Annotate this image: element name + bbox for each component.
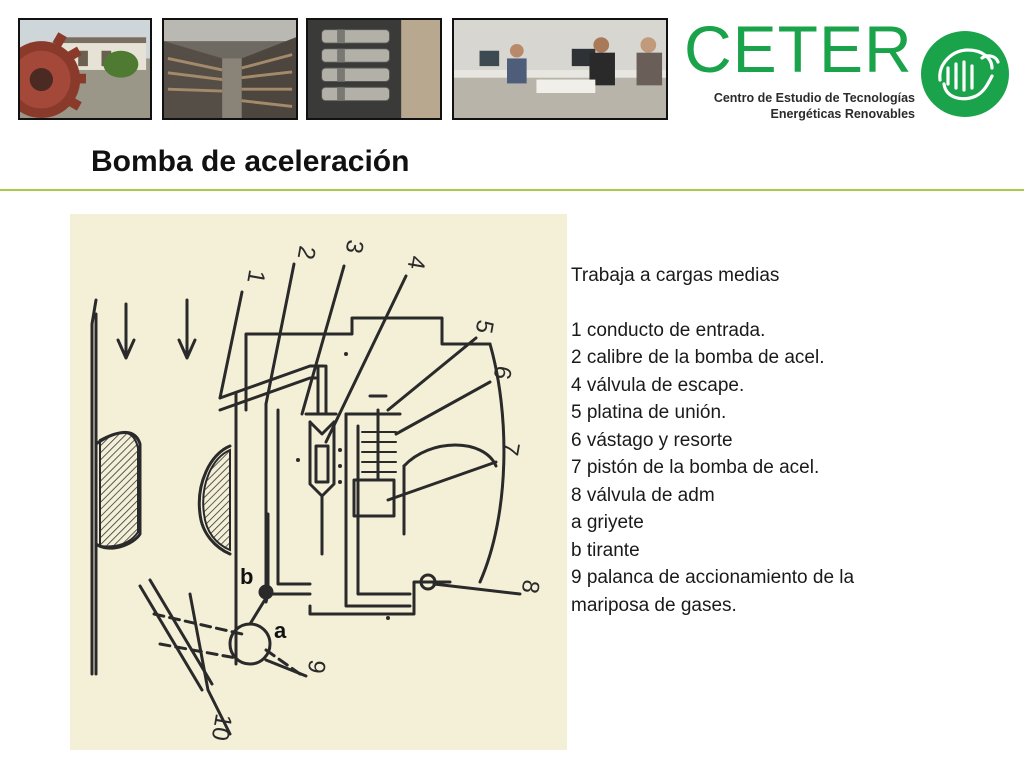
diagram-label-3: 3 [340,238,369,256]
legend-heading: Trabaja a cargas medias [571,265,780,286]
ceter-subtitle-line2: Energéticas Renovables [770,107,915,121]
legend-item: 2 calibre de la bomba de acel. [571,347,825,368]
header-photo-warehouse [162,18,298,120]
diagram-label-2: 2 [292,244,321,262]
legend-item: 1 conducto de entrada. [571,319,766,341]
page-title: Bomba de aceleración [91,145,410,178]
legend-item: a griyete [571,512,644,533]
diagram-label-10: 10 [206,712,237,743]
diagram-label-6: 6 [488,364,517,382]
hand-in-circle-icon [918,28,1012,120]
diagram-label-5: 5 [470,318,499,336]
legend-item: mariposa de gases. [571,594,737,616]
diagram-label-b: b [240,564,253,589]
header-photo-gear [18,18,152,120]
diagram-label-7: 7 [496,440,525,458]
legend-item: 9 palanca de accionamiento de la [571,567,855,588]
diagram-label-4: 4 [402,254,431,272]
legend-spacer [571,290,1011,317]
title-divider [0,189,1024,191]
legend-item: 7 pistón de la bomba de acel. [571,457,820,478]
legend-item: 6 vástago y resorte [571,429,733,451]
header-photo-machine-parts [306,18,442,120]
diagram-label-8: 8 [516,578,545,596]
header-photo-classroom [452,18,668,120]
legend-item: b tirante [571,539,640,561]
ceter-logo-text: CETER [684,12,913,86]
ceter-subtitle-line1: Centro de Estudio de Tecnologías [713,91,915,105]
legend-item: 4 válvula de escape. [571,374,745,396]
legend-text: Trabaja a cargas medias 1 conducto de en… [571,262,1011,619]
diagram-label-1: 1 [241,268,270,286]
legend-item: 8 válvula de adm [571,484,715,506]
legend-item: 5 platina de unión. [571,402,727,423]
ceter-subtitle: Centro de Estudio de Tecnologías Energét… [705,90,915,122]
diagram-label-9: 9 [302,658,331,676]
diagram-label-a: a [274,618,287,643]
accelerator-pump-diagram: 1 2 3 4 5 6 7 8 9 10 b a [70,214,567,750]
